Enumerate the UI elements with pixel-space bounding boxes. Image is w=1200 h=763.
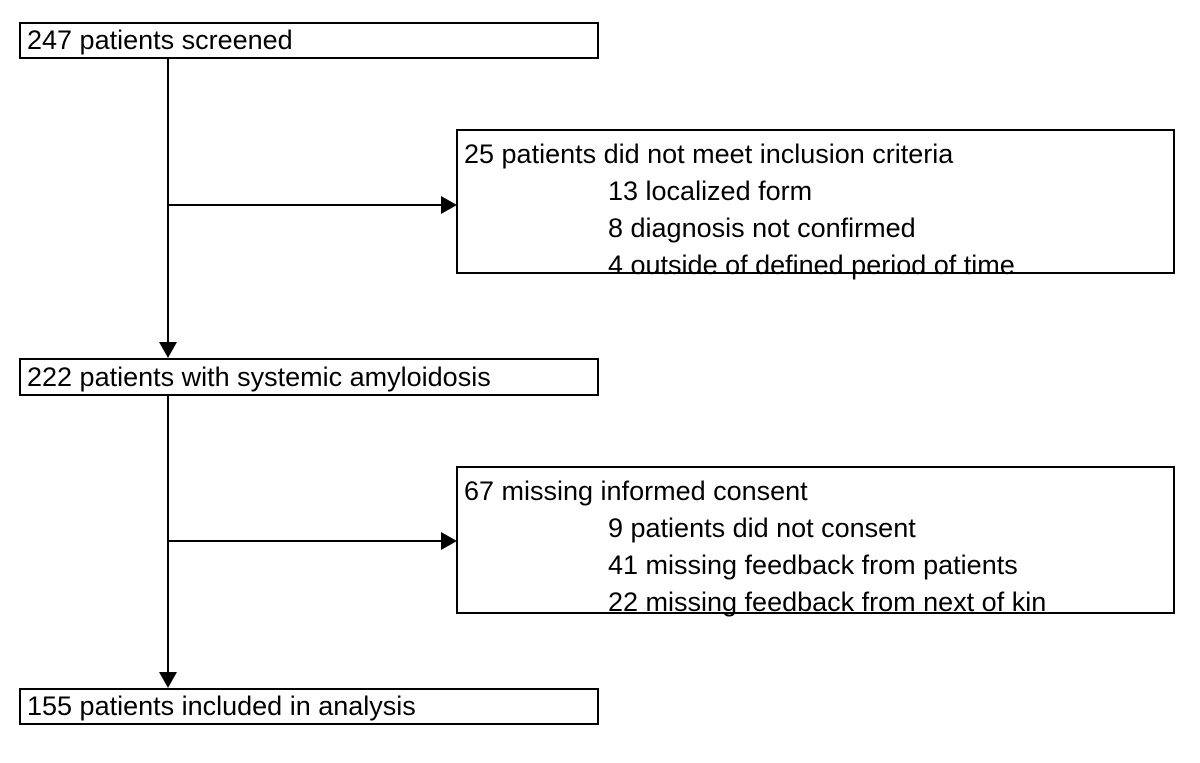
excluded-consent-reason-1: 9 patients did not consent (608, 513, 916, 543)
arrowhead-systemic-to-included (159, 672, 177, 688)
connector-systemic-to-included (167, 396, 169, 672)
node-patients-included-label: 155 patients included in analysis (27, 691, 416, 721)
node-systemic-amyloidosis: 222 patients with systemic amyloidosis (19, 358, 599, 396)
excluded-consent-reason-2: 41 missing feedback from patients (608, 550, 1018, 580)
arrowhead-screened-to-excluded-inclusion (441, 196, 457, 214)
connector-screened-to-excluded-inclusion (167, 204, 447, 206)
node-patients-screened: 247 patients screened (19, 22, 599, 59)
node-excluded-missing-consent: 67 missing informed consent 9 patients d… (456, 466, 1175, 617)
node-patients-included: 155 patients included in analysis (19, 688, 599, 725)
connector-systemic-to-excluded-consent (167, 540, 447, 542)
connector-screened-to-systemic (167, 59, 169, 342)
excluded-inclusion-reason-2: 8 diagnosis not confirmed (608, 213, 916, 243)
excluded-inclusion-heading: 25 patients did not meet inclusion crite… (464, 139, 954, 169)
excluded-consent-heading: 67 missing informed consent (464, 476, 808, 506)
node-excluded-inclusion-criteria: 25 patients did not meet inclusion crite… (456, 129, 1175, 280)
node-patients-screened-label: 247 patients screened (27, 25, 293, 55)
node-systemic-amyloidosis-label: 222 patients with systemic amyloidosis (27, 361, 491, 392)
excluded-consent-reason-3: 22 missing feedback from next of kin (608, 587, 1047, 617)
arrowhead-screened-to-systemic (159, 342, 177, 358)
arrowhead-systemic-to-excluded-consent (441, 532, 457, 550)
excluded-inclusion-reason-1: 13 localized form (608, 176, 813, 206)
excluded-inclusion-reason-3: 4 outside of defined period of time (608, 250, 1015, 280)
